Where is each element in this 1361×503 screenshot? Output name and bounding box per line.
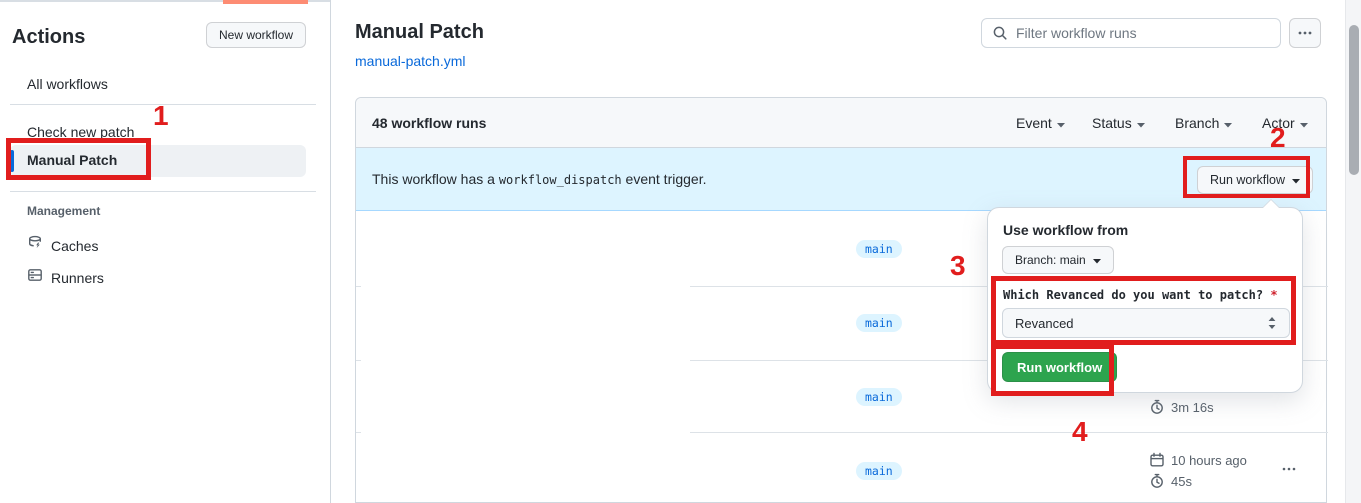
- sidebar-item-runners[interactable]: Runners: [27, 267, 104, 288]
- run-duration: 45s: [1149, 473, 1192, 489]
- branch-badge[interactable]: main: [856, 388, 902, 406]
- sidebar-divider: [10, 104, 316, 105]
- caches-label: Caches: [51, 237, 99, 254]
- run-workflow-dialog: Use workflow from Branch: main Which Rev…: [987, 199, 1303, 393]
- stopwatch-icon: [1149, 473, 1165, 489]
- started-text: 10 hours ago: [1171, 452, 1247, 468]
- management-section-label: Management: [27, 204, 101, 218]
- branch-selector-label: Branch: main: [1015, 253, 1086, 267]
- sidebar-right-border: [330, 0, 331, 503]
- row-separator: [356, 360, 361, 361]
- chevron-down-icon: [1092, 253, 1101, 267]
- scrollbar-thumb[interactable]: [1349, 25, 1359, 175]
- sidebar-item-check-new-patch[interactable]: Check new patch: [27, 124, 134, 140]
- annotation-number-4: 4: [1072, 416, 1088, 447]
- manual-patch-label[interactable]: Manual Patch: [27, 152, 118, 168]
- revanced-select[interactable]: Revanced: [1002, 308, 1290, 338]
- sidebar-item-manual-patch[interactable]: [10, 145, 306, 177]
- dialog-heading: Use workflow from: [1003, 222, 1129, 238]
- run-options-kebab-button[interactable]: [1281, 461, 1297, 482]
- branch-badge[interactable]: main: [856, 462, 902, 480]
- banner-code: workflow_dispatch: [498, 173, 622, 187]
- run-duration: 3m 16s: [1149, 399, 1214, 415]
- kebab-horizontal-icon: [1297, 25, 1313, 41]
- run-started-time: 10 hours ago: [1149, 452, 1247, 468]
- sidebar-item-all-workflows[interactable]: All workflows: [27, 76, 108, 92]
- run-workflow-submit-label: Run workflow: [1017, 359, 1103, 375]
- all-workflows-label: All workflows: [27, 76, 108, 92]
- annotation-number-1: 1: [153, 100, 169, 131]
- new-workflow-button[interactable]: New workflow: [206, 22, 307, 48]
- calendar-icon: [1149, 452, 1165, 468]
- duration-text: 3m 16s: [1171, 399, 1214, 415]
- filter-runs-input[interactable]: [1016, 25, 1270, 41]
- row-separator: [690, 432, 1328, 433]
- page-title: Manual Patch: [355, 21, 484, 43]
- revanced-select-value: Revanced: [1015, 315, 1074, 331]
- duration-text: 45s: [1171, 473, 1192, 489]
- input-label-text: Which Revanced do you want to patch?: [1003, 288, 1264, 302]
- server-icon: [27, 267, 43, 288]
- runs-table-header: 48 workflow runs Event Status Branch: [356, 98, 1326, 148]
- filter-runs-search[interactable]: [981, 18, 1281, 48]
- sidebar-title: Actions: [12, 26, 86, 48]
- filter-event-dropdown[interactable]: Event: [1016, 115, 1065, 131]
- selected-tab-underline: [223, 0, 308, 4]
- sidebar-item-caches[interactable]: Caches: [27, 235, 98, 256]
- run-workflow-dropdown-button[interactable]: Run workflow: [1197, 166, 1314, 194]
- workflow-more-options-button[interactable]: [1289, 18, 1321, 48]
- branch-badge[interactable]: main: [856, 314, 902, 332]
- stopwatch-icon: [1149, 399, 1165, 415]
- top-border: [0, 0, 330, 2]
- cache-icon: [27, 235, 43, 256]
- chevron-down-icon: [1056, 115, 1065, 131]
- workflow-dispatch-banner: This workflow has a workflow_dispatch ev…: [356, 148, 1326, 211]
- filter-branch-dropdown[interactable]: Branch: [1175, 115, 1233, 131]
- actor-filter-label: Actor: [1262, 115, 1295, 131]
- new-workflow-label: New workflow: [219, 28, 294, 42]
- status-filter-label: Status: [1092, 115, 1132, 131]
- branch-selector-button[interactable]: Branch: main: [1002, 246, 1114, 274]
- filter-status-dropdown[interactable]: Status: [1092, 115, 1145, 131]
- row-separator: [356, 432, 361, 433]
- required-asterisk: *: [1270, 288, 1278, 302]
- sort-arrows-icon: [1267, 317, 1277, 329]
- chevron-down-icon: [1224, 115, 1233, 131]
- annotation-number-2: 2: [1270, 122, 1286, 153]
- annotation-number-3: 3: [950, 250, 966, 281]
- page-scrollbar[interactable]: [1345, 0, 1361, 503]
- workflow-file-link[interactable]: manual-patch.yml: [355, 53, 466, 69]
- runners-label: Runners: [51, 269, 104, 286]
- banner-text-after: event trigger.: [625, 171, 707, 187]
- run-workflow-submit-button[interactable]: Run workflow: [1002, 352, 1118, 382]
- filter-actor-dropdown[interactable]: Actor: [1262, 115, 1308, 131]
- check-new-patch-label: Check new patch: [27, 124, 135, 140]
- row-separator: [356, 286, 361, 287]
- branch-badge[interactable]: main: [856, 240, 902, 258]
- branch-filter-label: Branch: [1175, 115, 1220, 131]
- chevron-down-icon: [1299, 115, 1308, 131]
- runs-count: 48 workflow runs: [372, 115, 487, 131]
- search-icon: [992, 25, 1008, 41]
- banner-text-before: This workflow has a: [372, 171, 495, 187]
- chevron-down-icon: [1136, 115, 1145, 131]
- workflow-input-label: Which Revanced do you want to patch? *: [1003, 288, 1278, 302]
- banner-text: This workflow has a workflow_dispatch ev…: [372, 171, 706, 187]
- selected-indicator-bar: [10, 150, 14, 172]
- run-workflow-dropdown-label: Run workflow: [1210, 173, 1286, 187]
- event-filter-label: Event: [1016, 115, 1052, 131]
- chevron-down-icon: [1292, 173, 1301, 187]
- sidebar-divider: [10, 191, 316, 192]
